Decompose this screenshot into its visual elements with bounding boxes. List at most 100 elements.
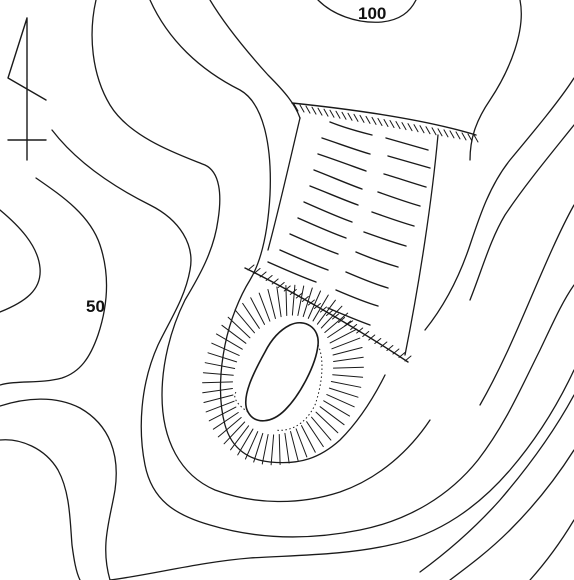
hachure-tick bbox=[425, 126, 431, 135]
contour-label-100: 100 bbox=[358, 4, 386, 23]
mound-hachure bbox=[207, 352, 238, 363]
mound-hachure bbox=[332, 374, 364, 378]
hachure-tick bbox=[305, 105, 311, 114]
hachure-tick bbox=[368, 334, 376, 341]
mound-hachure bbox=[297, 285, 305, 316]
hachure-tick bbox=[431, 127, 437, 136]
contour-line bbox=[419, 394, 574, 573]
hachure-tick bbox=[353, 113, 359, 122]
contour-label-50: 50 bbox=[86, 297, 105, 316]
mound-hachure bbox=[204, 362, 236, 370]
mound-hachure bbox=[319, 406, 345, 426]
mound-hachure bbox=[261, 434, 269, 465]
contour-line bbox=[0, 398, 117, 580]
hachure-tick bbox=[443, 129, 449, 138]
mound-hachure bbox=[208, 406, 237, 422]
hachure-tick bbox=[332, 313, 340, 320]
hachure-tick bbox=[371, 116, 377, 125]
mound-hachure bbox=[202, 381, 234, 384]
mound-hachure bbox=[311, 416, 332, 441]
hachure-tick bbox=[392, 348, 400, 355]
contour-line bbox=[0, 177, 108, 386]
hachure-tick bbox=[277, 282, 285, 288]
hachure-tick bbox=[380, 341, 388, 348]
bank-hachures bbox=[247, 103, 479, 362]
ridged-field bbox=[244, 102, 477, 363]
contour-line bbox=[209, 0, 301, 119]
hachure-tick bbox=[461, 132, 467, 141]
mound-hachure bbox=[285, 285, 288, 317]
contour-line bbox=[109, 369, 574, 580]
mound-hachure bbox=[316, 299, 336, 325]
contour-line bbox=[469, 0, 522, 161]
hachure-tick bbox=[265, 275, 273, 281]
mound-hachure bbox=[328, 387, 359, 398]
contour-line bbox=[91, 0, 431, 503]
mound-hachure bbox=[202, 388, 233, 394]
hachure-tick bbox=[401, 122, 407, 131]
mound bbox=[202, 284, 364, 466]
hachure-tick bbox=[437, 128, 443, 137]
hachure-tick bbox=[383, 119, 389, 127]
mound-hachure bbox=[315, 411, 339, 434]
mound-hachure bbox=[203, 394, 234, 404]
mound-hachure bbox=[331, 337, 361, 350]
hachure-tick bbox=[350, 324, 358, 330]
hachure-tick bbox=[301, 296, 309, 302]
hachure-tick bbox=[317, 107, 323, 116]
mound-hachure bbox=[205, 400, 235, 413]
mound-hachure bbox=[242, 302, 260, 329]
mound-hachure bbox=[276, 286, 282, 318]
hachure-tick bbox=[473, 134, 479, 143]
mound-hachure bbox=[227, 316, 251, 339]
hachure-tick bbox=[283, 285, 291, 292]
mound-hachure bbox=[301, 425, 316, 453]
mound-hachure bbox=[202, 372, 234, 376]
hachure-tick bbox=[329, 109, 335, 118]
hachure-tick bbox=[365, 115, 371, 124]
hachure-tick bbox=[407, 123, 413, 132]
mound-hachure bbox=[333, 356, 364, 362]
hachure-tick bbox=[313, 303, 321, 309]
mound-hachure bbox=[306, 421, 324, 448]
mound-hachure bbox=[284, 432, 290, 464]
mound-hachure bbox=[244, 431, 259, 460]
mound-hachure bbox=[295, 428, 308, 458]
hachure-tick bbox=[413, 124, 419, 133]
hachure-tick bbox=[377, 117, 383, 126]
mound-hachure bbox=[223, 421, 246, 445]
hachure-tick bbox=[311, 106, 317, 115]
field-bank-top bbox=[291, 102, 477, 136]
hachure-tick bbox=[359, 114, 365, 123]
hachure-tick bbox=[295, 292, 303, 299]
hachure-tick bbox=[341, 111, 347, 120]
hachure-tick bbox=[374, 338, 382, 344]
contour-line bbox=[529, 519, 574, 580]
hachure-tick bbox=[323, 108, 329, 117]
mound-hachure bbox=[215, 333, 243, 350]
hachure-tick bbox=[455, 131, 461, 140]
hachure-tick bbox=[398, 352, 406, 358]
mound-hachure bbox=[307, 290, 322, 319]
hachure-tick bbox=[307, 299, 315, 306]
hachure-tick bbox=[247, 264, 255, 271]
mound-hachure bbox=[302, 287, 313, 318]
hachure-tick bbox=[319, 306, 327, 313]
mound-hachure bbox=[327, 320, 354, 338]
hachure-tick bbox=[449, 130, 455, 139]
hachure-tick bbox=[299, 104, 305, 113]
mound-hachure bbox=[291, 284, 296, 316]
contour-line bbox=[449, 449, 574, 580]
mound-hachure bbox=[323, 400, 351, 417]
mound-hachure bbox=[320, 305, 343, 329]
mound-hachure bbox=[278, 433, 281, 465]
hachure-tick bbox=[419, 125, 425, 134]
mound-hachure bbox=[237, 428, 254, 456]
contour-labels: 100 50 bbox=[86, 4, 386, 316]
mound-hachure bbox=[324, 312, 349, 333]
contour-line bbox=[0, 439, 81, 580]
hachure-tick bbox=[386, 345, 394, 351]
